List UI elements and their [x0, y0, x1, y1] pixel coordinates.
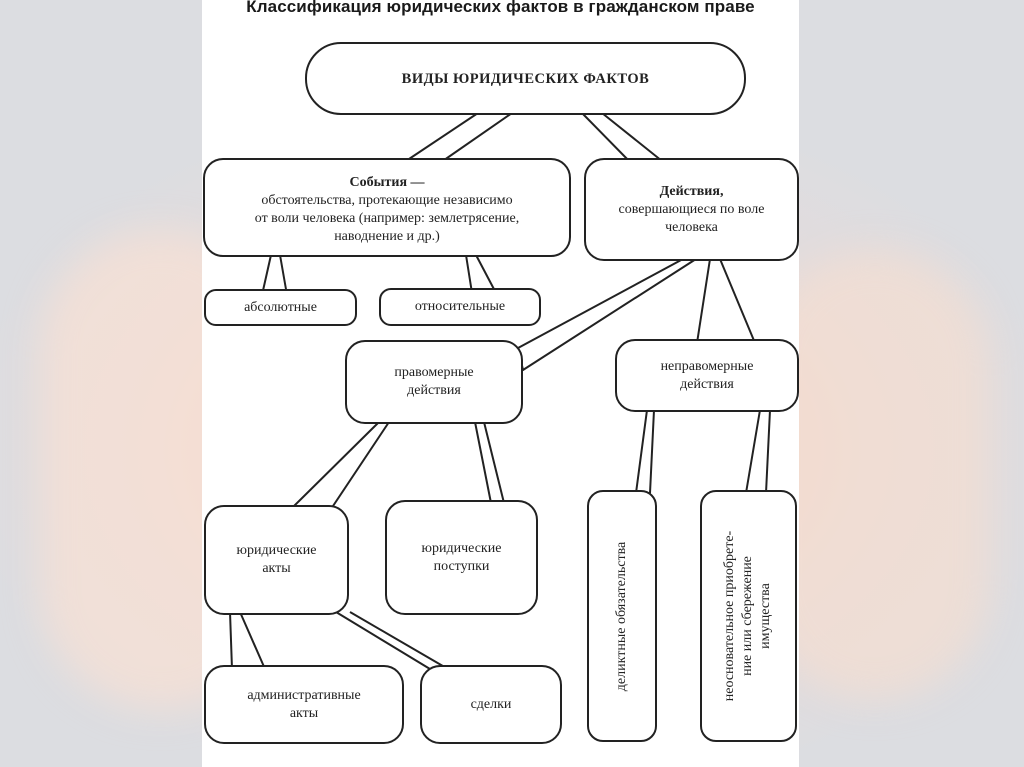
delict-label: деликтные обязательства: [614, 541, 630, 691]
deals-node: сделки: [420, 665, 562, 744]
actions-node: Действия, совершающиеся по воле человека: [584, 158, 799, 261]
connector-lawful-acts: [290, 421, 390, 510]
connector-lawful-deeds: [474, 421, 505, 504]
lawful-line-2: действия: [407, 383, 461, 398]
absolute-label: абсолютные: [244, 299, 317, 315]
legal-acts-node: юридические акты: [204, 505, 349, 615]
connector-acts-deals: [335, 611, 449, 670]
lawful-line-1: правомерные: [394, 365, 474, 380]
relative-label: относительные: [414, 299, 506, 314]
legal-deeds-line-2: поступки: [433, 558, 490, 574]
diagram-title: Классификация юридических фактов в гражд…: [246, 0, 755, 16]
unjust-text: неосновательное приобрете- ние или сбере…: [722, 531, 776, 701]
unlawful-actions-node: неправомерные действия: [615, 339, 799, 412]
admin-acts-line-2: акты: [289, 705, 319, 721]
unlawful-line-2: действия: [680, 376, 734, 392]
lawful-actions-node: правомерные действия: [345, 340, 523, 424]
unjust-line-2: ние или сбережение: [740, 556, 756, 676]
actions-heading: Действия,: [659, 183, 724, 199]
relative-node: относительные: [379, 288, 541, 326]
legal-deeds-node: юридические поступки: [385, 500, 538, 615]
events-line-3: наводнение и др.): [334, 228, 440, 244]
connector-unlawful-unjust: [745, 409, 771, 494]
events-node: События — обстоятельства, протекающие не…: [203, 158, 571, 257]
unjust-line-1: неосновательное приобрете-: [722, 530, 738, 702]
deals-label: сделки: [470, 696, 512, 712]
root-node: ВИДЫ ЮРИДИЧЕСКИХ ФАКТОВ: [305, 42, 746, 115]
legal-deeds-line-1: юридические: [421, 540, 502, 556]
admin-acts-node: административные акты: [204, 665, 404, 744]
delict-obligations-node: деликтные обязательства: [587, 490, 657, 742]
events-heading: События —: [349, 174, 425, 190]
connector-actions-unlawful: [696, 258, 756, 344]
legal-acts-line-2: акты: [262, 561, 291, 576]
root-label: ВИДЫ ЮРИДИЧЕСКИХ ФАКТОВ: [401, 70, 650, 87]
actions-line-1: совершающиеся по воле: [618, 201, 765, 217]
unjust-enrichment-node: неосновательное приобрете- ние или сбере…: [700, 490, 797, 742]
unlawful-line-1: неправомерные: [660, 358, 754, 374]
connector-unlawful-delict: [635, 409, 655, 494]
unjust-line-3: имущества: [758, 583, 774, 649]
connector-acts-admin: [229, 611, 266, 670]
actions-line-2: человека: [665, 219, 718, 235]
admin-acts-line-1: административные: [247, 687, 361, 703]
events-line-2: от воли человека (например: землетрясени…: [254, 210, 520, 226]
legal-acts-line-1: юридические: [236, 543, 317, 558]
absolute-node: абсолютные: [204, 289, 357, 326]
events-line-1: обстоятельства, протекающие независимо: [261, 192, 513, 208]
